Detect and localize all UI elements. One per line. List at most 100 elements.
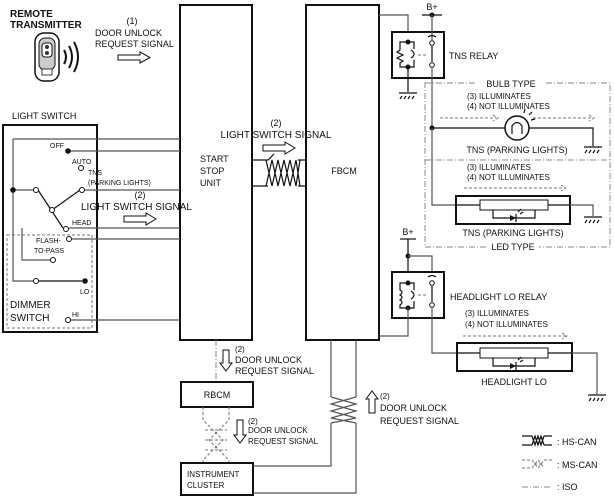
switch-pivot-terminal (33, 187, 39, 193)
switch-dimmer-pivot (33, 278, 39, 284)
remote-title-2: TRANSMITTER (10, 20, 82, 31)
legend-hs-can-symbol (522, 434, 552, 447)
ls-signal-arrow-icon (123, 212, 157, 226)
rbcm-in-line1: DOOR UNLOCK (235, 355, 302, 365)
pos-hi: HI (72, 312, 79, 319)
switch-off-terminal (65, 148, 71, 154)
hl-line1: (3) ILLUMINATES (465, 309, 529, 318)
cluster-line1: INSTRUMENT (187, 470, 240, 479)
ssu-line3: UNIT (200, 178, 221, 188)
led-type-title: LED TYPE (491, 242, 534, 252)
hl-relay-supply-wire (408, 255, 433, 278)
hl-bplus: B+ (402, 227, 413, 237)
switch-head-terminal (63, 226, 69, 232)
bulb-line1: (3) ILLUMINATES (467, 92, 531, 101)
dimmer-label-2: SWITCH (10, 313, 49, 324)
cluster-line2: CLUSTER (187, 481, 225, 490)
ground-icon (584, 146, 602, 154)
pos-parking: (PARKING LIGHTS) (88, 180, 151, 187)
switch-tns-terminal (79, 187, 85, 193)
switch-hi-terminal (65, 317, 71, 323)
switch-auto-terminal (78, 165, 84, 171)
pos-auto: AUTO (72, 159, 92, 166)
switch-flash-terminal (66, 236, 72, 242)
hl-ground-wire (572, 352, 598, 394)
rbcm-label: RBCM (204, 390, 231, 400)
remote-title-1: REMOTE (10, 9, 53, 20)
dimmer-switch-box (6, 234, 93, 329)
bulb-lamp-label: TNS (PARKING LIGHTS) (466, 145, 567, 155)
hl-lamp-label: HEADLIGHT LO (481, 377, 547, 387)
dimmer-label-1: DIMMER (10, 300, 51, 311)
ground-icon (588, 394, 606, 402)
tns-relay-label: TNS RELAY (449, 51, 498, 61)
rbcm-in-line2: REQUEST SIGNAL (235, 366, 314, 376)
fbcm-label: FBCM (331, 166, 357, 176)
hs-can-link-ssu-fbcm (252, 153, 306, 187)
hl-line2: (4) NOT ILLUMINATES (465, 320, 548, 329)
led-icon (457, 347, 572, 370)
pos-flash1: FLASH- (36, 238, 62, 245)
rbcm-in-num: (2) (235, 345, 245, 354)
radio-waves-icon (63, 41, 79, 73)
switch-lo-terminal (82, 278, 88, 284)
led-ground-wire (570, 204, 594, 216)
led-lamp-label: TNS (PARKING LIGHTS) (462, 228, 563, 238)
ms-can-link-rbcm-cluster (202, 407, 230, 463)
led-line2: (4) NOT ILLUMINATES (467, 173, 550, 182)
ls-signal-label: LIGHT SWITCH SIGNAL (81, 202, 192, 213)
rbcm-box[interactable] (180, 381, 254, 408)
fbcm-up-line2: REQUEST SIGNAL (380, 416, 459, 426)
hl-relay-output-wire (431, 308, 457, 354)
tns-bplus: B+ (426, 2, 437, 12)
led-icon (456, 199, 570, 222)
remote-signal-line1: DOOR UNLOCK (95, 28, 162, 38)
legend-ms-can: : MS-CAN (557, 460, 598, 470)
fbcm-box[interactable] (305, 4, 380, 341)
can-signal-label: LIGHT SWITCH SIGNAL (221, 130, 332, 141)
hl-relay-label: HEADLIGHT LO RELAY (450, 292, 547, 302)
bulb-flow-arrow-right (533, 114, 595, 122)
pos-flash2: TO-PASS (34, 248, 64, 255)
ls-signal-num: (2) (135, 190, 146, 200)
pos-tns: TNS (88, 170, 102, 177)
fbcm-up-line1: DOOR UNLOCK (380, 403, 447, 413)
start-stop-unit-box[interactable] (179, 4, 253, 341)
pos-head: HEAD (72, 220, 91, 227)
bulb-lamp-icon (504, 108, 536, 141)
instrument-cluster-box[interactable] (180, 462, 254, 496)
led-line1: (3) ILLUMINATES (467, 163, 531, 172)
hs-can-link-fbcm-cluster (253, 340, 359, 494)
hl-flow-arrow (463, 332, 568, 340)
switch-flash-return (50, 257, 56, 263)
remote-signal-arrow-icon (117, 51, 152, 64)
light-switch-wires (12, 138, 180, 321)
legend-ms-can-symbol (522, 459, 552, 469)
legend-hs-can: : HS-CAN (557, 437, 597, 447)
pos-off: OFF (50, 143, 64, 150)
ground-icon (399, 92, 417, 100)
led-title-bg (487, 242, 539, 252)
switch-common-node (10, 187, 16, 193)
can-signal-arrow-icon (262, 141, 296, 155)
bulb-line2: (4) NOT ILLUMINATES (467, 102, 550, 111)
can-signal-num: (2) (271, 118, 282, 128)
fbcm-up-arrow-icon (365, 390, 379, 414)
rbcm-out-num: (2) (248, 417, 258, 426)
led-flow-arrow (464, 184, 567, 192)
ssu-line2: STOP (200, 166, 224, 176)
remote-signal-line2: REQUEST SIGNAL (95, 39, 174, 49)
bulb-title-bg (477, 78, 545, 88)
rbcm-out-line2: REQUEST SIGNAL (248, 437, 319, 446)
legend-iso: : ISO (557, 482, 578, 492)
bulb-wire (432, 127, 594, 146)
rbcm-out-line1: DOOR UNLOCK (248, 426, 308, 435)
bulb-flow-arrow-left (440, 114, 499, 122)
rbcm-out-arrow-icon (233, 419, 247, 444)
rbcm-in-arrow-icon (219, 349, 233, 372)
pos-lo: LO (80, 289, 90, 296)
bulb-type-title: BULB TYPE (486, 79, 535, 89)
remote-key-fob-icon (34, 32, 60, 82)
fbcm-up-num: (2) (380, 392, 390, 401)
